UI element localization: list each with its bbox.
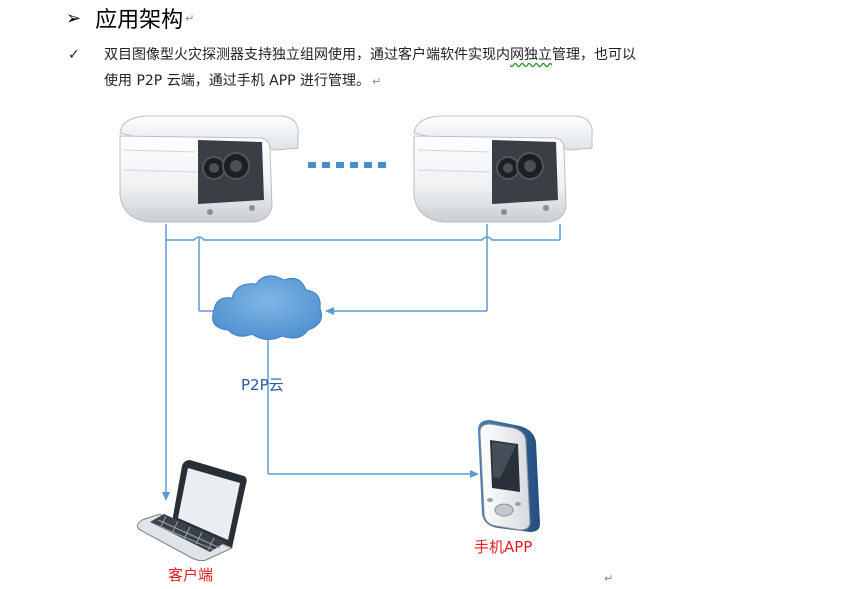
camera-1-icon [119, 115, 299, 223]
paragraph-text: 双目图像型火灾探测器支持独立组网使用，通过客户端软件实现内网独立管理，也可以 使… [104, 42, 768, 95]
heading-title: 应用架构 [95, 8, 184, 33]
mobile-app-label: 手机APP [474, 538, 533, 556]
paragraph-line1-c: 管理，也可以 [552, 47, 636, 63]
paragraph-end-mark-icon: ↵ [604, 572, 614, 585]
paragraph-line1-b: 网独立 [510, 47, 552, 63]
check-bullet-icon: ✓ [68, 47, 80, 63]
paragraph-mark-icon-2: ↵ [372, 75, 382, 88]
camera-2-icon [413, 115, 593, 223]
laptop-client-icon [136, 460, 247, 562]
client-label: 客户端 [168, 566, 214, 584]
network-lines [162, 224, 561, 501]
arrow-bullet-icon: ➢ [66, 7, 82, 29]
paragraph-line2: 使用 P2P 云端，通过手机 APP 进行管理。 [104, 73, 371, 89]
section-heading: ➢ 应用架构 ↵ [66, 2, 194, 34]
paragraph-line1-a: 双目图像型火灾探测器支持独立组网使用，通过客户端软件实现内 [104, 47, 510, 63]
p2p-cloud-label: P2P云 [241, 376, 284, 394]
dotted-connector [308, 162, 386, 168]
mobile-phone-icon [478, 420, 540, 532]
description-paragraph: ✓ 双目图像型火灾探测器支持独立组网使用，通过客户端软件实现内网独立管理，也可以… [68, 42, 768, 95]
paragraph-mark-icon: ↵ [185, 11, 195, 25]
p2p-cloud-icon [212, 275, 322, 340]
